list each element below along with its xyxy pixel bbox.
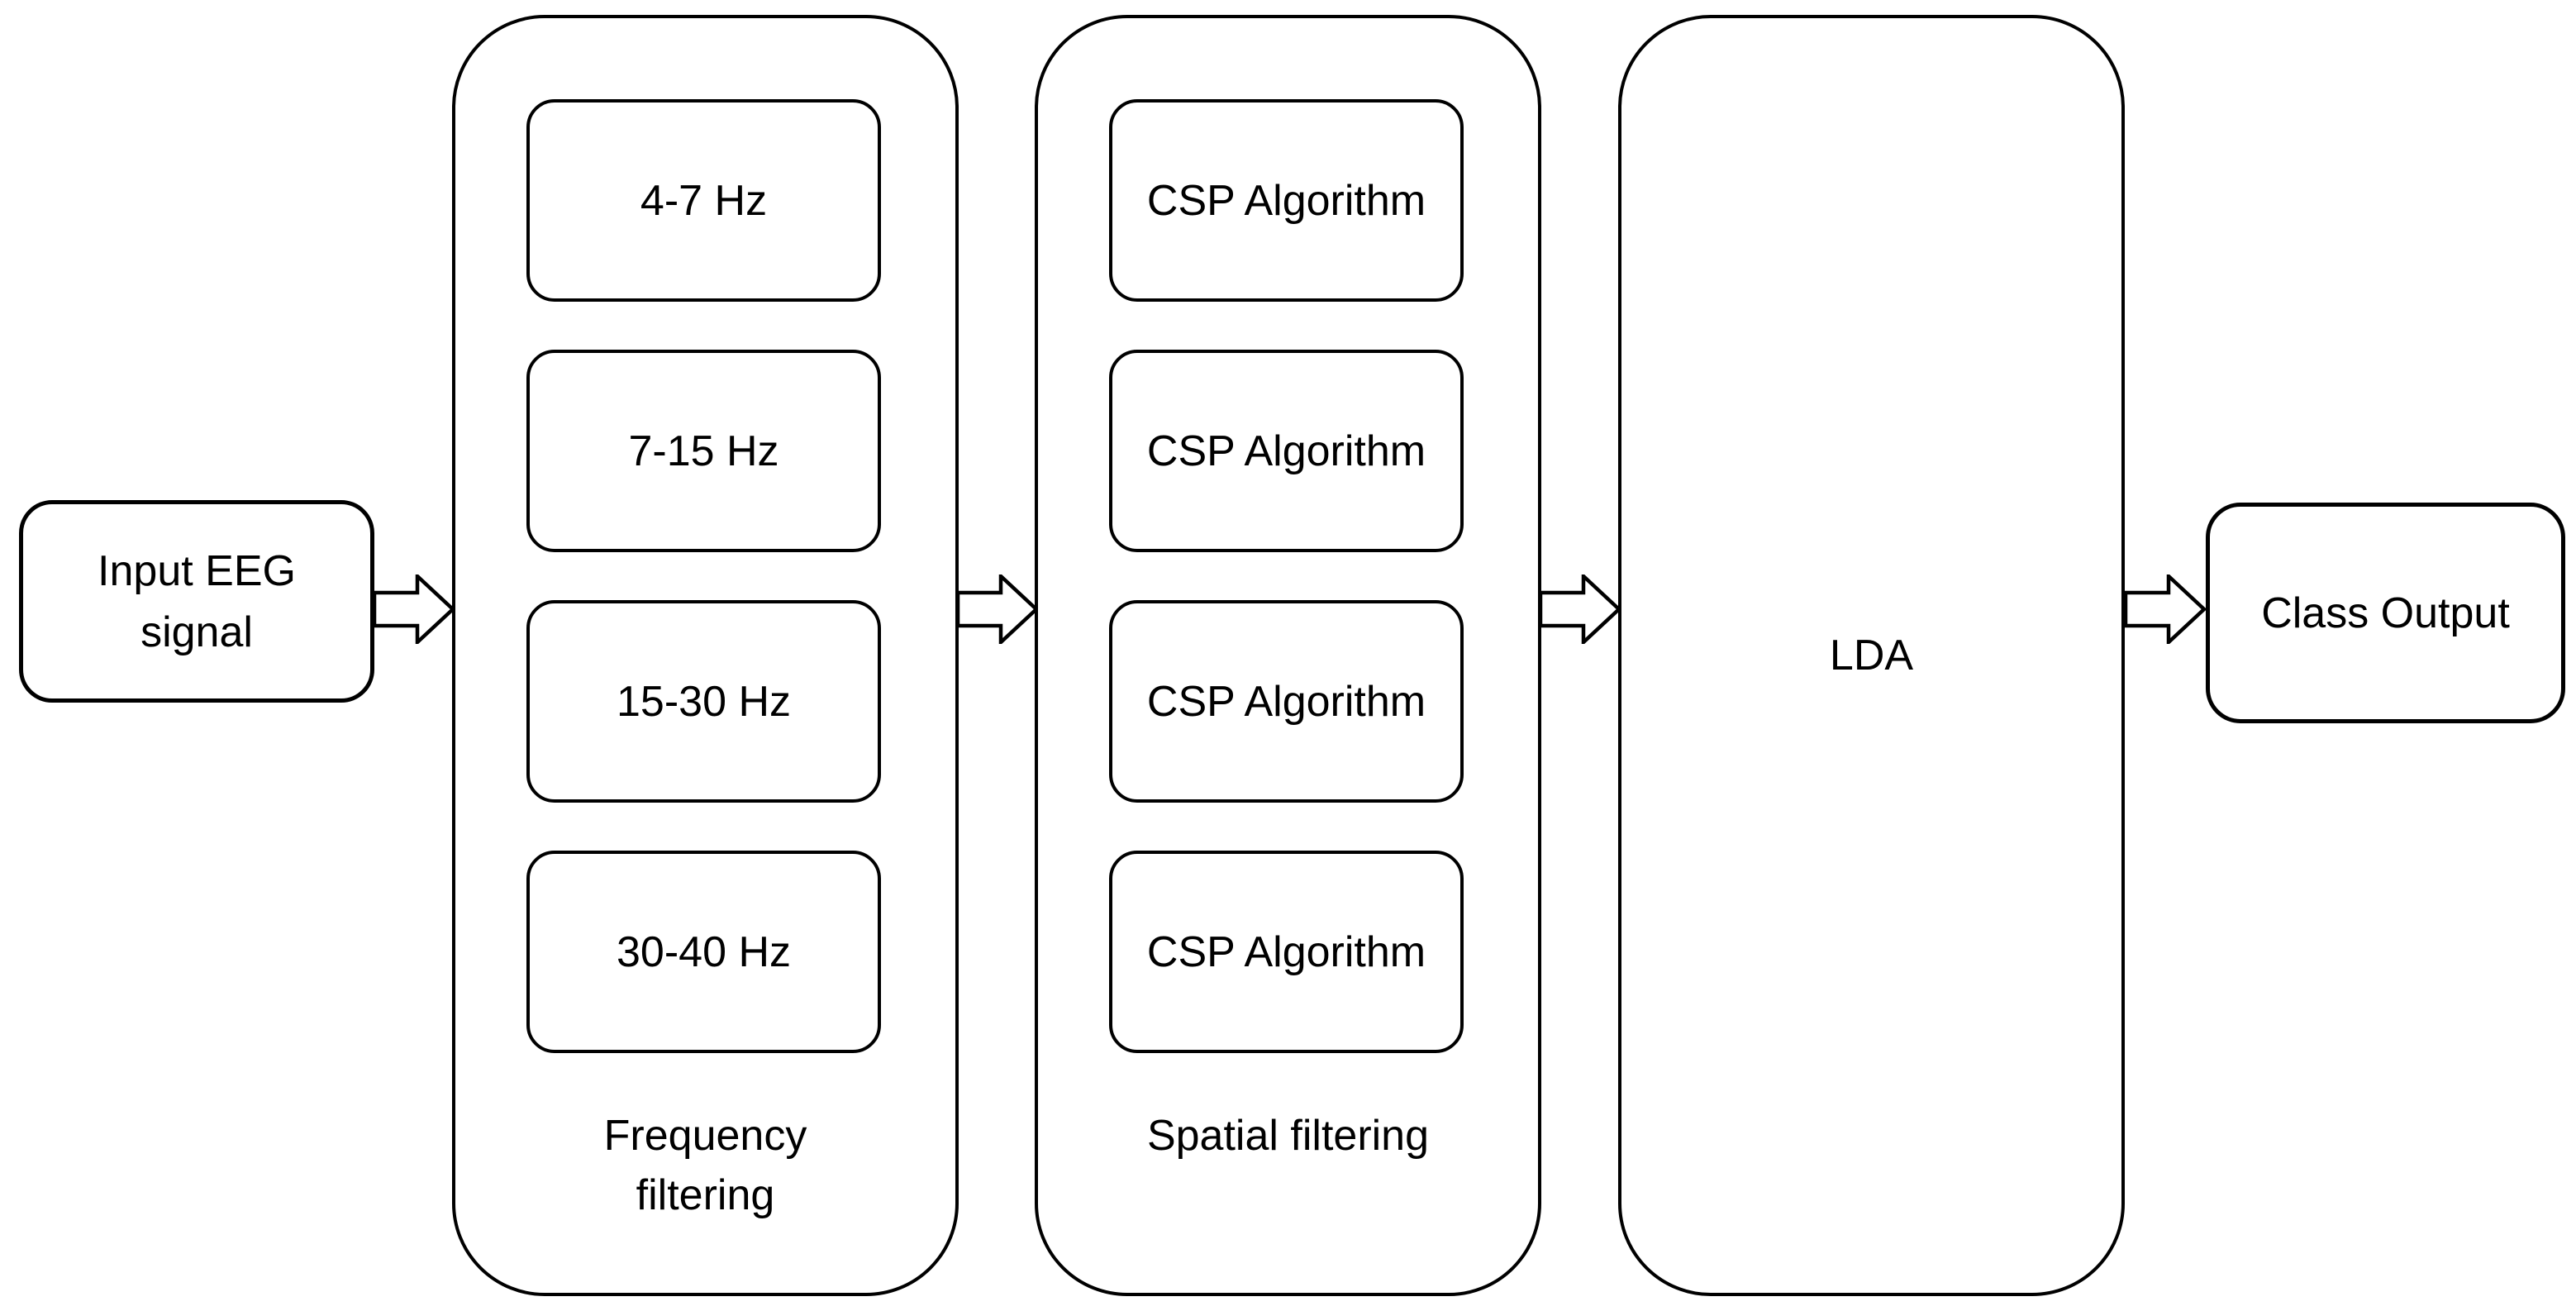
frequency-filtering-label-line2: filtering bbox=[636, 1171, 775, 1219]
arrow-right-shape bbox=[373, 574, 455, 644]
spatial-filtering-label: Spatial filtering bbox=[1038, 1106, 1538, 1166]
filter-box-30-40hz: 30-40 Hz bbox=[526, 851, 881, 1053]
arrow-right-shape bbox=[2124, 574, 2207, 644]
filter-box-15-30hz: 15-30 Hz bbox=[526, 600, 881, 803]
csp-algorithm-box-3-label: CSP Algorithm bbox=[1146, 677, 1426, 726]
input-eeg-label-line2: signal bbox=[140, 608, 253, 656]
filter-box-4-7hz-label: 4-7 Hz bbox=[640, 176, 768, 225]
spatial-filtering-stage: CSP Algorithm CSP Algorithm CSP Algorith… bbox=[1035, 15, 1541, 1296]
frequency-filtering-label: Frequency filtering bbox=[455, 1106, 955, 1225]
flow-arrow-frequency-to-spatial bbox=[956, 574, 1039, 644]
csp-algorithm-box-2: CSP Algorithm bbox=[1109, 350, 1464, 552]
csp-algorithm-box-2-label: CSP Algorithm bbox=[1146, 427, 1426, 475]
lda-label: LDA bbox=[1829, 632, 1914, 679]
filter-box-30-40hz-label: 30-40 Hz bbox=[617, 927, 791, 976]
flow-arrow-input-to-frequency bbox=[373, 574, 455, 644]
arrow-right-shape bbox=[1539, 574, 1621, 644]
flow-arrow-spatial-to-lda bbox=[1539, 574, 1621, 644]
class-output-label: Class Output bbox=[2261, 589, 2510, 637]
frequency-filtering-stage: 4-7 Hz 7-15 Hz 15-30 Hz 30-40 Hz Frequen… bbox=[452, 15, 959, 1296]
filter-box-15-30hz-label: 15-30 Hz bbox=[617, 677, 791, 726]
frequency-filtering-label-line1: Frequency bbox=[603, 1112, 807, 1160]
filter-box-7-15hz-label: 7-15 Hz bbox=[628, 427, 779, 475]
input-eeg-label-line1: Input EEG bbox=[98, 546, 296, 595]
csp-algorithm-box-1: CSP Algorithm bbox=[1109, 99, 1464, 302]
filter-box-7-15hz: 7-15 Hz bbox=[526, 350, 881, 552]
csp-algorithm-box-1-label: CSP Algorithm bbox=[1146, 176, 1426, 225]
flow-arrow-lda-to-output bbox=[2124, 574, 2207, 644]
csp-algorithm-box-3: CSP Algorithm bbox=[1109, 600, 1464, 803]
csp-algorithm-box-4-label: CSP Algorithm bbox=[1146, 927, 1426, 976]
lda-stage: LDA bbox=[1618, 15, 2125, 1296]
csp-algorithm-box-4: CSP Algorithm bbox=[1109, 851, 1464, 1053]
class-output-node: Class Output bbox=[2206, 503, 2565, 723]
arrow-right-shape bbox=[956, 574, 1039, 644]
filter-box-4-7hz: 4-7 Hz bbox=[526, 99, 881, 302]
spatial-filtering-label-text: Spatial filtering bbox=[1146, 1112, 1430, 1160]
input-eeg-node: Input EEG signal bbox=[19, 500, 374, 703]
